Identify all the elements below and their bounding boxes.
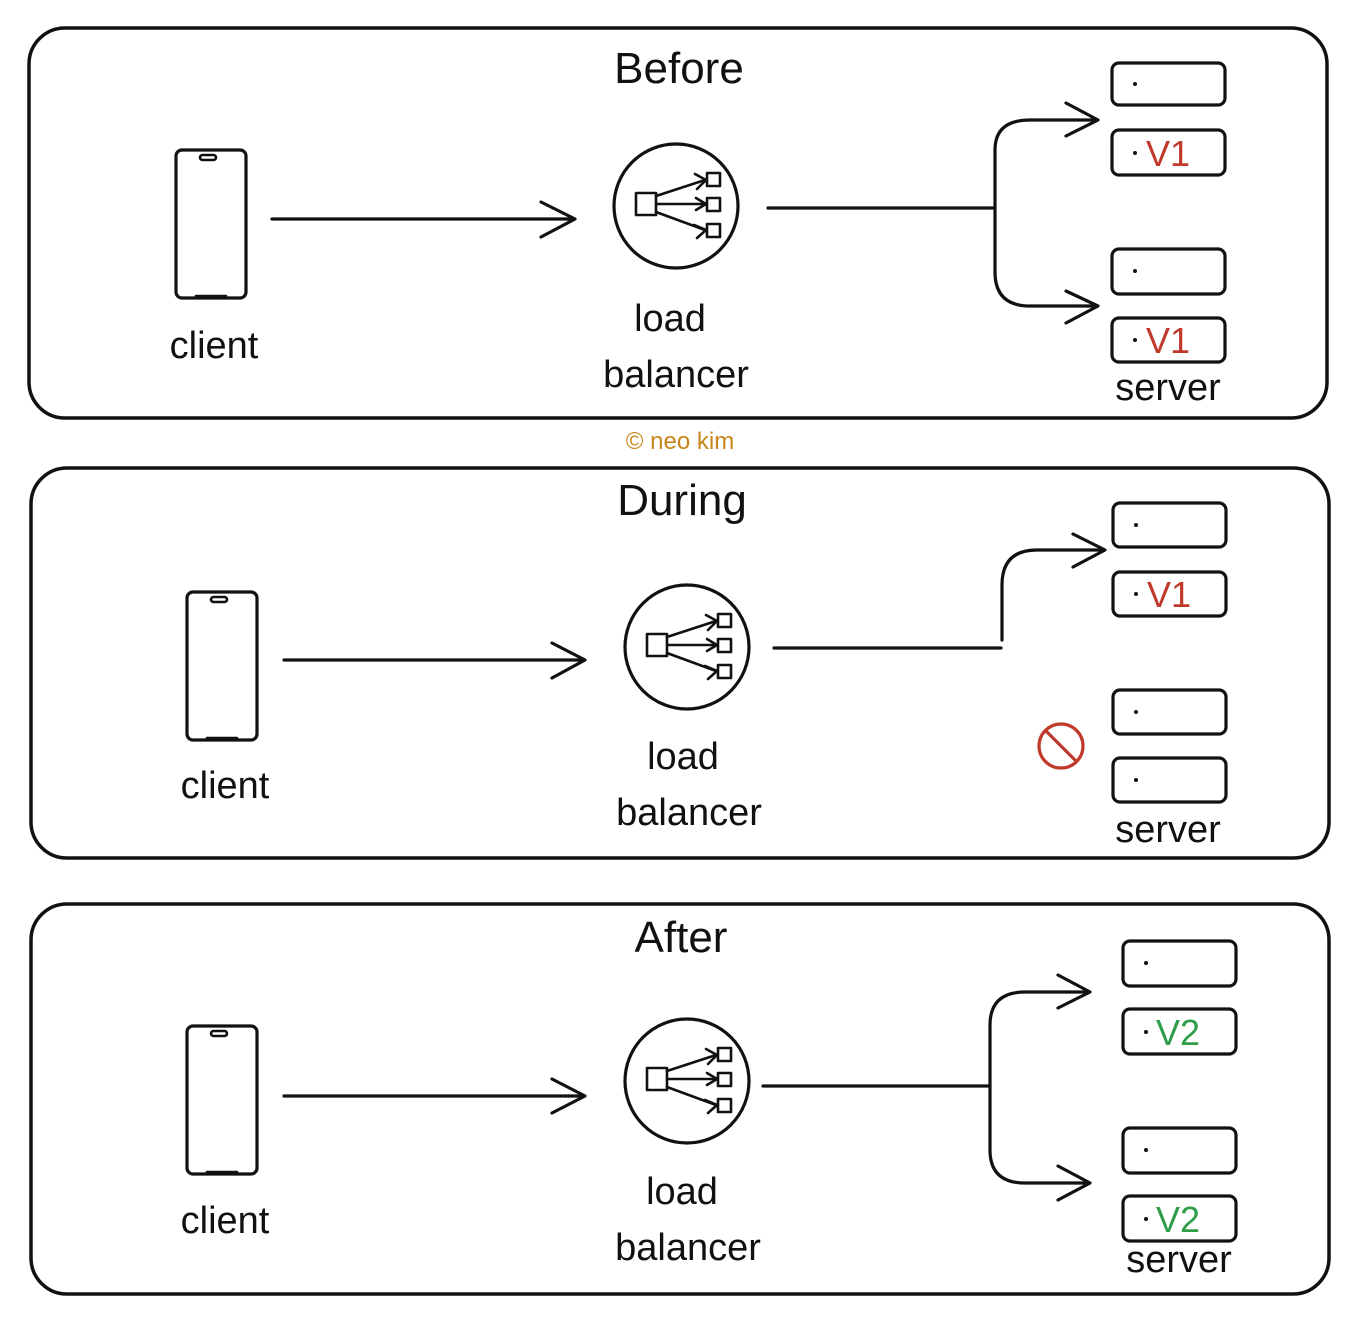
client-phone-icon xyxy=(185,1024,259,1176)
panel-before: Before client load balancer xyxy=(27,26,1329,420)
server-label: server xyxy=(1115,367,1221,409)
server-rack-icon xyxy=(1111,688,1228,804)
server-1: V1 xyxy=(1111,501,1228,618)
lb-label-line2: balancer xyxy=(616,792,762,834)
load-balancer-icon xyxy=(623,583,751,711)
server-version-label: V2 xyxy=(1156,1199,1200,1240)
panel-frame xyxy=(29,466,1331,860)
client-to-lb-arrow xyxy=(270,200,577,239)
blocked-icon xyxy=(1037,722,1085,770)
lb-to-servers-arrows xyxy=(766,101,1100,325)
lb-label-line1: load xyxy=(634,298,706,340)
server-version-label: V1 xyxy=(1146,320,1190,361)
server-label: server xyxy=(1126,1239,1232,1281)
client-label: client xyxy=(181,1200,270,1242)
server-label: server xyxy=(1115,809,1221,851)
lb-label-line1: load xyxy=(647,736,719,778)
lb-to-servers-arrows xyxy=(772,532,1107,650)
panel-frame xyxy=(29,902,1331,1296)
panel-title: After xyxy=(635,913,728,962)
server-1: V1 xyxy=(1110,61,1227,177)
lb-label-line2: balancer xyxy=(603,354,749,396)
server-2 xyxy=(1037,688,1228,804)
server-rack-icon xyxy=(1121,939,1238,1056)
load-balancer-icon xyxy=(623,1017,751,1145)
load-balancer-icon xyxy=(612,142,740,270)
server-rack-icon xyxy=(1110,247,1227,364)
server-2: V1 xyxy=(1110,247,1227,364)
server-version-label: V1 xyxy=(1146,133,1190,174)
client-label: client xyxy=(181,765,270,807)
server-2: V2 xyxy=(1121,1126,1238,1243)
server-1: V2 xyxy=(1121,939,1238,1056)
server-version-label: V2 xyxy=(1156,1012,1200,1053)
server-rack-icon xyxy=(1110,61,1227,177)
client-phone-icon xyxy=(174,148,248,300)
client-label: client xyxy=(170,325,259,367)
client-to-lb-arrow xyxy=(282,1077,587,1115)
client-phone-icon xyxy=(185,590,259,742)
lb-to-servers-arrows xyxy=(761,973,1092,1202)
panel-after: After client load balancer xyxy=(29,902,1331,1296)
panel-frame xyxy=(27,26,1329,420)
lb-label-line1: load xyxy=(646,1171,718,1213)
lb-label-line2: balancer xyxy=(615,1227,761,1269)
server-version-label: V1 xyxy=(1147,574,1191,615)
client-to-lb-arrow xyxy=(282,641,587,680)
server-rack-icon xyxy=(1121,1126,1238,1243)
panel-during: During client load balancer xyxy=(29,466,1331,860)
server-rack-icon xyxy=(1111,501,1228,618)
watermark: © neo kim xyxy=(626,428,734,455)
panel-title: Before xyxy=(614,44,744,93)
panel-title: During xyxy=(617,476,747,525)
